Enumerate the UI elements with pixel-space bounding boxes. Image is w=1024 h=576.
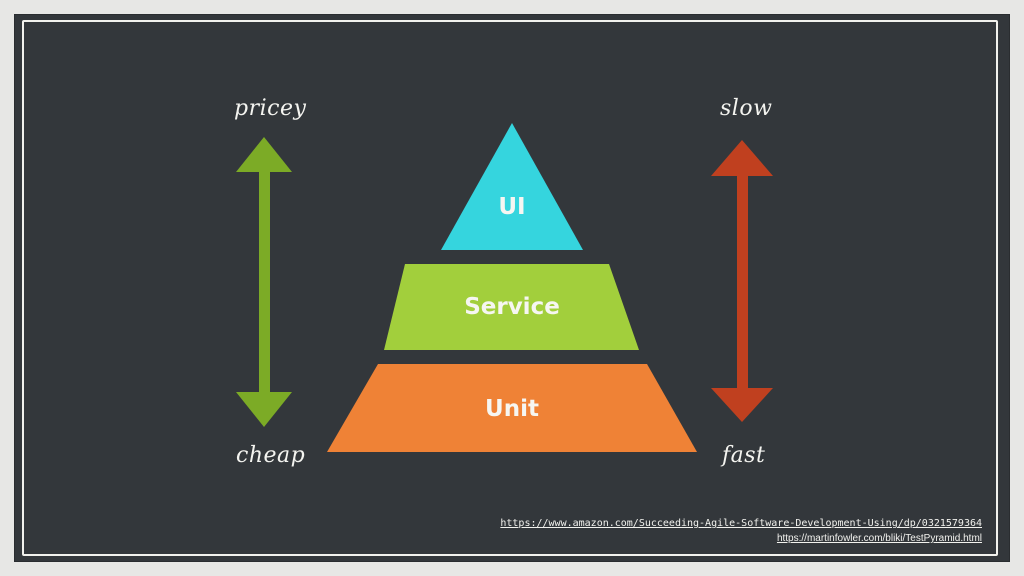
label-fast: fast — [722, 443, 766, 468]
cost-arrow-shaft — [259, 170, 270, 394]
tier-label-unit: Unit — [485, 396, 539, 422]
pyramid-tier-unit — [327, 364, 697, 452]
label-pricey: pricey — [234, 96, 307, 121]
pyramid-tier-ui — [441, 123, 583, 250]
tier-label-ui: UI — [498, 194, 526, 220]
cost-arrow-head-up — [236, 137, 292, 172]
speed-arrow-head-down — [711, 388, 773, 422]
references: https://www.amazon.com/Succeeding-Agile-… — [500, 516, 982, 546]
label-slow: slow — [720, 96, 773, 121]
cost-arrow-head-down — [236, 392, 292, 427]
label-cheap: cheap — [236, 443, 306, 468]
speed-arrow-head-up — [711, 140, 773, 176]
tier-label-service: Service — [464, 294, 560, 320]
slide-frame — [22, 20, 998, 556]
speed-arrow-shaft — [737, 174, 748, 390]
pyramid-tier-service — [384, 264, 639, 350]
speed-arrow — [711, 140, 773, 422]
cost-arrow — [236, 137, 292, 427]
reference-link-amazon[interactable]: https://www.amazon.com/Succeeding-Agile-… — [500, 518, 982, 529]
reference-link-fowler[interactable]: https://martinfowler.com/bliki/TestPyram… — [776, 533, 982, 544]
